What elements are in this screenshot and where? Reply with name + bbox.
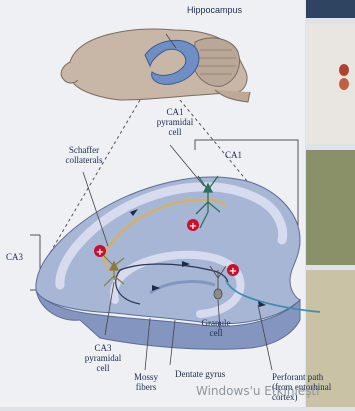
side-thumbnail-3 (306, 150, 355, 265)
label-hippocampus: Hippocampus (187, 5, 242, 15)
label-mossy-fibers: Mossy fibers (126, 372, 166, 392)
plus-sign-text: + (229, 266, 237, 277)
label-ca3-region: CA3 (6, 252, 23, 262)
label-ca1-pyramidal-cell: CA1 pyramidal cell (150, 107, 200, 137)
plus-sign-text: + (189, 221, 197, 232)
label-dentate-gyrus: Dentate gyrus (175, 369, 225, 379)
activation-watermark: Windows'u Etkinleşti (196, 384, 319, 398)
label-schaffer-collaterals: Schaffer collaterals (52, 145, 116, 165)
label-granule-cell: Granule cell (196, 318, 236, 338)
label-ca1-region: CA1 (225, 150, 242, 160)
plus-sign-text: + (96, 247, 104, 258)
side-thumbnail-2-mark (339, 64, 349, 76)
side-thumbnail-1 (306, 0, 355, 18)
side-thumbnail-2-mark (339, 78, 349, 90)
label-ca3-pyramidal-cell: CA3 pyramidal cell (78, 343, 128, 373)
